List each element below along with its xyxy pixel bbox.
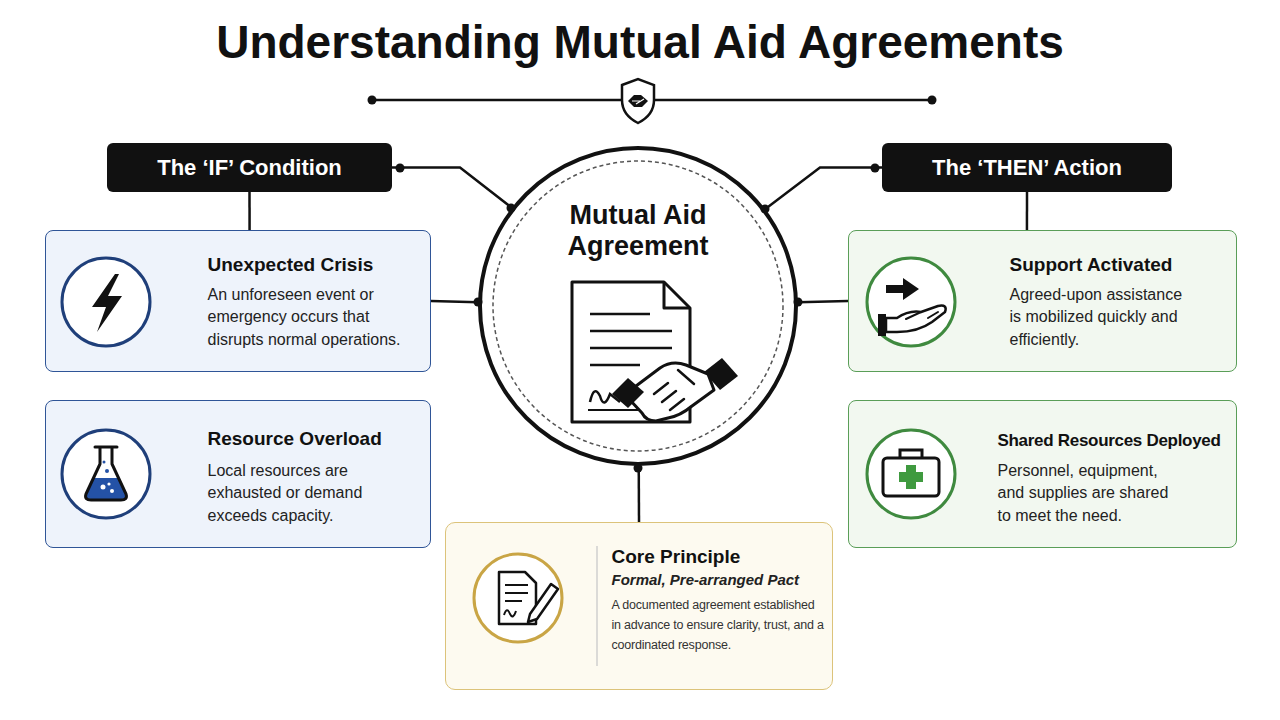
connector-line	[248, 192, 251, 230]
condition-box: Unexpected Crisis An unforeseen event or …	[45, 230, 431, 372]
bubble	[107, 482, 110, 485]
document-line	[590, 364, 640, 367]
junction-dot	[761, 205, 770, 214]
box-body: Agreed-upon assistance is mobilized quic…	[1010, 284, 1190, 352]
lightning-icon	[92, 274, 122, 332]
connector-line	[637, 466, 640, 522]
pen-icon	[528, 584, 558, 622]
medical-kit-icon	[883, 458, 939, 496]
connector-line	[1026, 192, 1029, 230]
handshake-icon	[628, 95, 648, 107]
document-icon	[572, 282, 690, 422]
rule-dot	[368, 96, 377, 105]
condition-pill: The ‘IF’ Condition	[107, 143, 392, 192]
pill-label: The ‘THEN’ Action	[882, 143, 1172, 192]
agreement-circle: Mutual Aid Agreement	[478, 146, 798, 466]
document-line	[590, 330, 672, 333]
hand-detail	[906, 312, 938, 319]
medical-cross	[899, 472, 923, 482]
box-heading: Core Principle	[612, 545, 822, 568]
signature-line	[588, 409, 640, 411]
flask-icon	[86, 448, 127, 500]
circle-outline	[478, 146, 798, 466]
arrow-icon	[886, 278, 919, 300]
diagram-title: Understanding Mutual Aid Agreements	[0, 16, 1280, 69]
circle-label: Mutual Aid Agreement	[548, 200, 728, 262]
handshake-detail	[632, 99, 644, 104]
rule-dot	[928, 96, 937, 105]
connector-line	[431, 301, 478, 302]
action-box: Shared Resources DeployedPersonnel, equi…	[848, 400, 1237, 548]
icon-circle	[474, 554, 562, 642]
handshake-hands	[630, 363, 714, 421]
handshake-fingers	[654, 370, 694, 410]
medical-cross	[906, 465, 916, 489]
icon-circle	[867, 430, 955, 518]
divider-line	[596, 546, 598, 666]
connector-line	[798, 301, 848, 302]
junction-dot	[794, 298, 803, 307]
bubble	[103, 461, 106, 464]
icon-circle	[62, 430, 150, 518]
circle-dashed-ring	[493, 161, 783, 451]
box-heading: Resource Overload	[208, 427, 423, 450]
box-heading: Unexpected Crisis	[208, 253, 423, 276]
box-body: An unforeseen event or emergency occurs …	[208, 284, 418, 352]
box-body: Local resources are exhausted or demand …	[208, 460, 398, 528]
junction-dot	[871, 164, 880, 173]
action-box: Support ActivatedAgreed-upon assistance …	[848, 230, 1237, 372]
junction-dot	[507, 204, 516, 213]
document-icon	[499, 572, 536, 624]
principle-box: Core PrincipleFormal, Pre-arranged PactA…	[445, 522, 833, 690]
shield-icon	[622, 79, 654, 123]
action-pill: The ‘THEN’ Action	[882, 143, 1172, 192]
document-line	[590, 313, 650, 316]
connector-line	[765, 168, 882, 210]
handshake-cuff	[704, 358, 738, 390]
circle-border	[480, 148, 796, 464]
box-subheading: Formal, Pre-arranged Pact	[612, 571, 827, 589]
junction-dot	[474, 298, 483, 307]
box-heading: Support Activated	[1010, 253, 1230, 276]
flask-rim	[95, 446, 117, 449]
box-body: Personnel, equipment, and supplies are s…	[998, 460, 1180, 528]
document-line	[590, 347, 672, 350]
box-heading: Shared Resources Deployed	[998, 430, 1232, 451]
icon-circle	[62, 258, 150, 346]
flask-liquid	[86, 478, 126, 499]
kit-handle	[900, 450, 922, 458]
hand-icon	[886, 306, 946, 332]
box-body: A documented agreement established in ad…	[612, 595, 825, 655]
bubble	[105, 469, 109, 473]
junction-dot	[396, 164, 405, 173]
signature-mark	[504, 610, 516, 616]
pill-label: The ‘IF’ Condition	[107, 143, 392, 192]
condition-box: Resource OverloadLocal resources are exh…	[45, 400, 431, 548]
connector-line	[392, 168, 512, 208]
bubble	[110, 489, 114, 493]
signature-mark	[590, 391, 620, 402]
document-line	[505, 585, 528, 601]
title-rule	[372, 99, 932, 102]
bubble	[101, 485, 106, 490]
hand-cuff	[878, 314, 886, 336]
icon-circle	[867, 258, 955, 346]
document-fold	[664, 282, 690, 308]
junction-dot	[634, 464, 643, 473]
handshake-cuff	[612, 378, 644, 408]
